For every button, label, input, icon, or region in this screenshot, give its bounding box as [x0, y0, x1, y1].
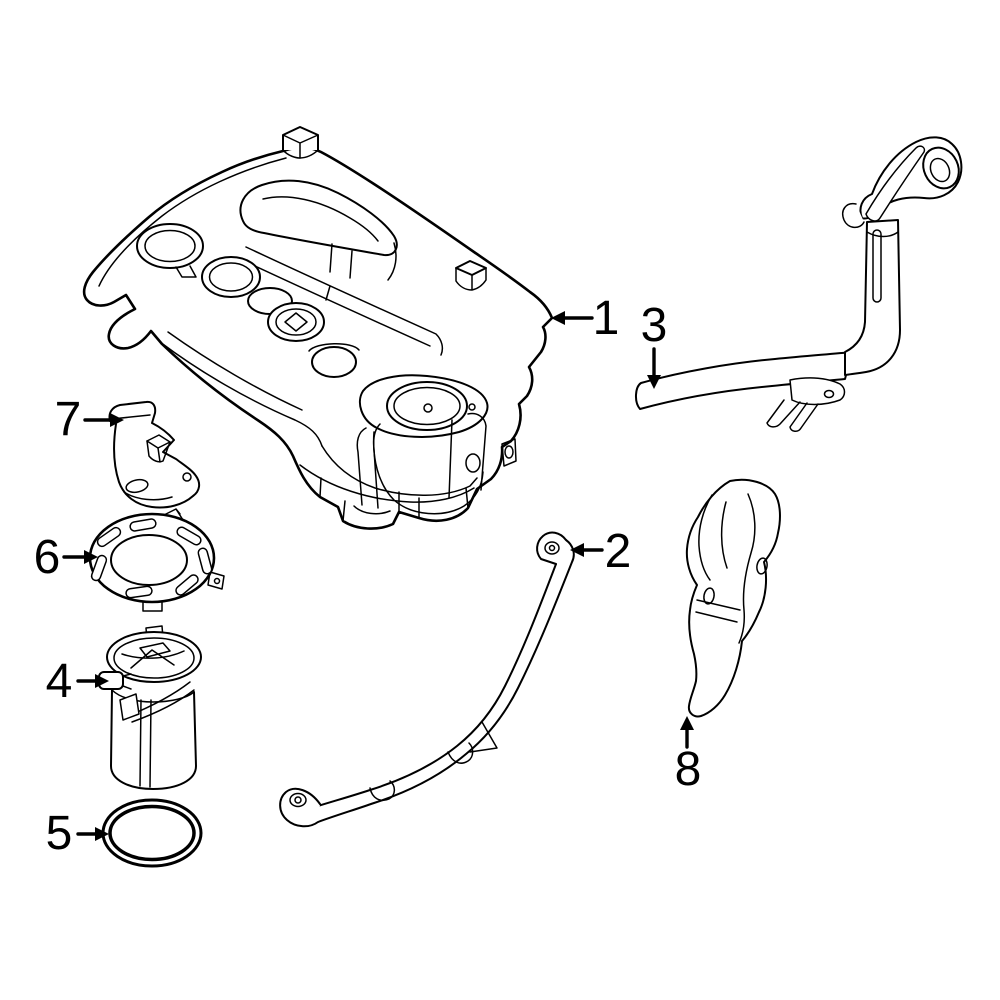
callout-7[interactable]: 7	[55, 393, 124, 446]
callout-6-number[interactable]: 6	[34, 531, 61, 584]
callout-8-number[interactable]: 8	[675, 743, 702, 796]
part-fuel-pump-lock-ring[interactable]	[88, 508, 225, 612]
callout-4[interactable]: 4	[46, 655, 109, 708]
callout-6[interactable]: 6	[34, 531, 98, 584]
callout-1-number[interactable]: 1	[593, 292, 620, 345]
callout-2[interactable]: 2	[570, 525, 631, 578]
seal-inner-ring	[108, 804, 196, 862]
part-fuel-pump-module[interactable]	[98, 625, 202, 790]
callout-2-number[interactable]: 2	[605, 525, 632, 578]
callout-1[interactable]: 1	[551, 292, 619, 345]
callout-5[interactable]: 5	[46, 807, 109, 860]
part-fuel-tank-strap[interactable]	[279, 531, 575, 828]
seal-outer[interactable]	[101, 798, 203, 868]
callout-4-number[interactable]: 4	[46, 655, 73, 708]
part-fuel-tank-shield[interactable]	[685, 478, 781, 718]
callout-7-number[interactable]: 7	[55, 393, 82, 446]
callout-3-number[interactable]: 3	[641, 299, 668, 352]
part-fuel-pump-seal[interactable]	[101, 798, 203, 868]
part-filler-pipe-bracket[interactable]	[108, 400, 201, 509]
callout-8[interactable]: 8	[675, 716, 702, 796]
part-fuel-filler-pipe[interactable]	[635, 136, 965, 432]
part-fuel-tank[interactable]	[82, 126, 554, 530]
callout-3[interactable]: 3	[641, 299, 668, 389]
callout-5-number[interactable]: 5	[46, 807, 73, 860]
